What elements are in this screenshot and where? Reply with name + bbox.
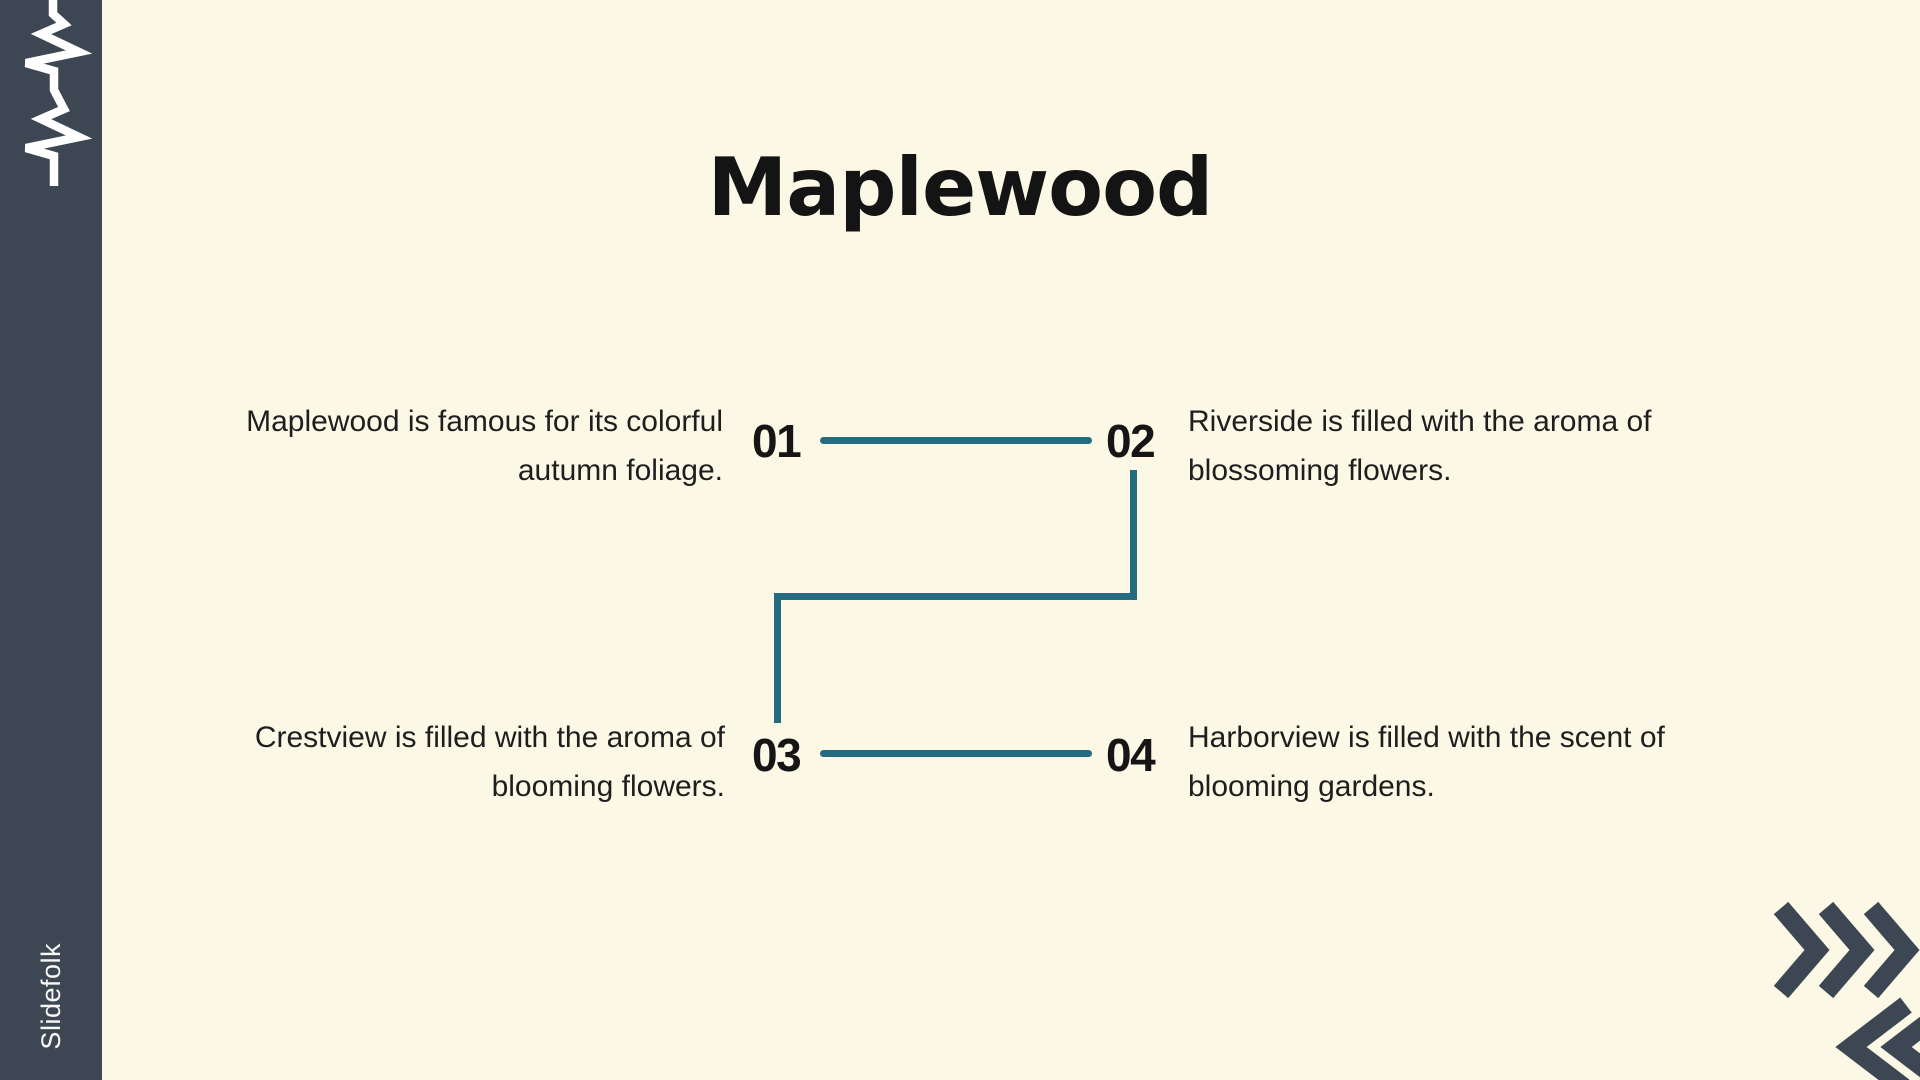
connector-line-02-down	[1130, 470, 1137, 600]
sidebar: Slidefolk	[0, 0, 102, 1080]
step-4-description: Harborview is filled with the scent of b…	[1188, 721, 1665, 803]
connector-line-03-up	[774, 593, 781, 723]
corner-decoration	[1773, 901, 1920, 1080]
brand-label: Slidefolk	[35, 943, 66, 1050]
step-2-description: Riverside is filled with the aroma of bl…	[1188, 405, 1652, 487]
chevrons-right-icon	[1773, 901, 1920, 999]
step-3-number: 03	[752, 729, 802, 781]
slide-title: Maplewood	[707, 141, 1214, 234]
step-1-description: Maplewood is famous for its colorful aut…	[246, 405, 723, 487]
waveform-icon	[24, 0, 93, 186]
step-3-description: Crestview is filled with the aroma of bl…	[254, 721, 725, 803]
step-2-number: 02	[1106, 415, 1156, 467]
step-1-number: 01	[752, 415, 802, 467]
connector-line-middle	[774, 593, 1137, 600]
connector-line-03-04	[820, 750, 1092, 757]
connector-line-01-02	[820, 437, 1092, 444]
brand-label-wrap: Slidefolk	[0, 943, 102, 1050]
chevrons-left-icon	[1835, 997, 1920, 1080]
step-4-number: 04	[1106, 729, 1156, 781]
